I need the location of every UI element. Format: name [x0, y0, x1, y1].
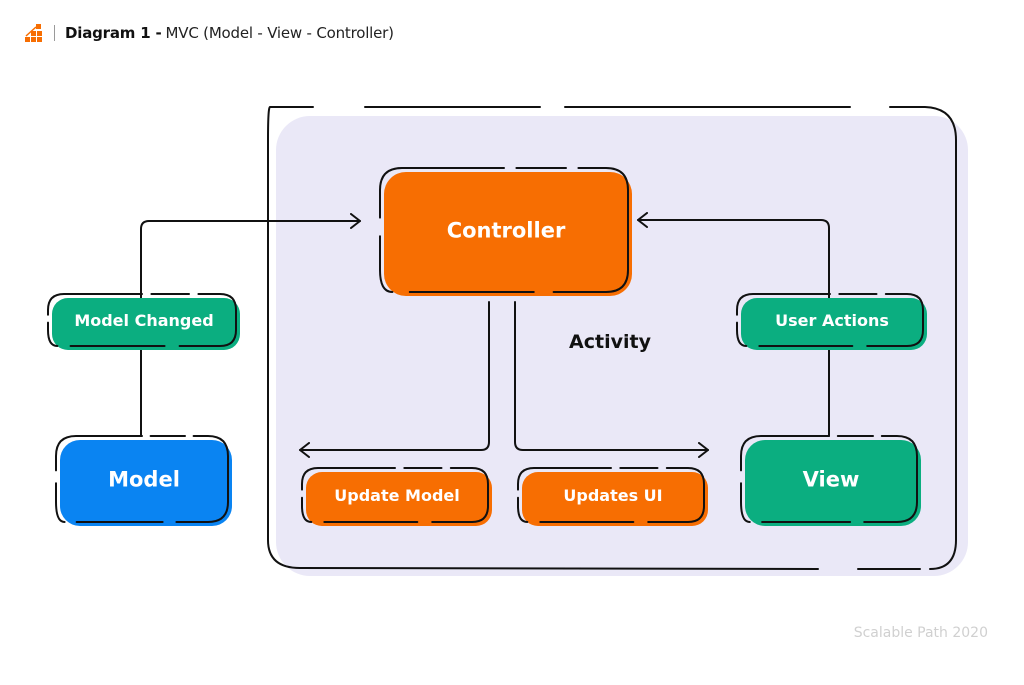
- node-view-label: View: [803, 468, 860, 492]
- node-model-label: Model: [108, 468, 180, 492]
- node-controller: Controller: [379, 167, 632, 296]
- node-user-actions-fill: [741, 298, 927, 350]
- scalable-path-logo-icon: [25, 24, 42, 42]
- edge-user-actions-to-controller: [637, 212, 830, 295]
- diagram-title: MVC (Model - View - Controller): [165, 24, 394, 42]
- node-user-actions-outline: [736, 293, 924, 347]
- activity-container-outline: [267, 106, 957, 570]
- node-updates-ui: Updates UI: [517, 467, 708, 526]
- header-divider: [54, 25, 55, 41]
- node-update-model-label: Update Model: [334, 486, 459, 505]
- edge-controller-to-updates-ui: [514, 301, 709, 458]
- edge-model-changed-to-controller: [140, 213, 361, 295]
- node-model-changed-label: Model Changed: [74, 311, 213, 330]
- edge-controller-to-update-model: [299, 301, 490, 458]
- header: Diagram 1 - MVC (Model - View - Controll…: [22, 20, 394, 46]
- node-user-actions-label: User Actions: [775, 311, 889, 330]
- node-updates-ui-fill: [522, 472, 708, 526]
- node-model-outline: [55, 435, 229, 523]
- node-user-actions: User Actions: [736, 293, 927, 350]
- activity-label: Activity: [569, 331, 652, 353]
- node-model-changed-fill: [52, 298, 240, 350]
- diagram-number: Diagram 1 -: [65, 24, 162, 42]
- node-view-fill: [745, 440, 921, 526]
- node-model-changed-outline: [47, 293, 237, 347]
- node-controller-fill: [384, 172, 632, 296]
- node-updates-ui-label: Updates UI: [563, 486, 662, 505]
- node-update-model-fill: [306, 472, 492, 526]
- footer-credit: Scalable Path 2020: [853, 625, 988, 641]
- node-update-model-outline: [301, 467, 489, 523]
- node-model-fill: [60, 440, 232, 526]
- node-controller-label: Controller: [447, 219, 566, 243]
- node-updates-ui-outline: [517, 467, 705, 523]
- node-model-changed: Model Changed: [47, 293, 240, 350]
- node-update-model: Update Model: [301, 467, 492, 526]
- node-model: Model: [55, 435, 232, 526]
- node-view: View: [740, 435, 921, 526]
- node-view-outline: [740, 435, 918, 523]
- node-controller-outline: [379, 167, 629, 293]
